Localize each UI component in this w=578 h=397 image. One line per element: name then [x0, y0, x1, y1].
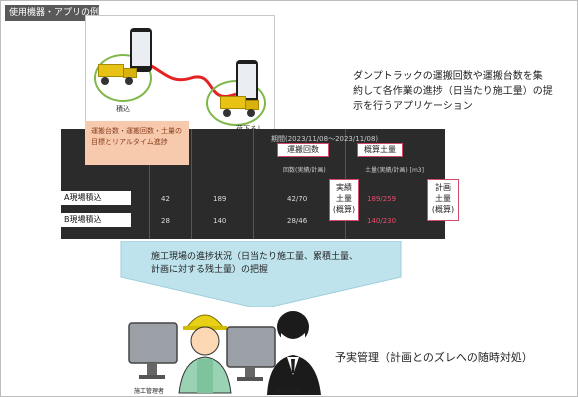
dump-truck-icon [98, 62, 138, 85]
plan-volume-box: 計画 土量 (概算) [427, 179, 459, 221]
truck-app-illustration: 積込 荷下ろし [85, 15, 275, 135]
note-box: 運搬台数・運搬回数・土量の目標とリアルタイム進捗 [85, 121, 189, 165]
table-cell: 189/259 [367, 195, 397, 203]
worker-helmet-avatar [178, 314, 232, 394]
supervisor-caption: 監督職員 [276, 388, 301, 395]
table-cell: 140 [213, 217, 227, 225]
supervisor-avatar [267, 311, 321, 395]
table-cell: 42 [161, 195, 170, 203]
smartphone-icon [236, 60, 258, 104]
period-label: 期間(2023/11/08～2023/11/08) [271, 135, 379, 143]
volume-subheader: 土量(実績/計画) [m3] [365, 167, 424, 174]
smartphone-icon [130, 28, 152, 72]
monitor-icon [128, 322, 178, 379]
app-description: ダンプトラックの運搬回数や運搬台数を集 約して各作業の進捗（日当たり施工量）の提… [353, 71, 553, 112]
trips-subheader: 回数(実績/計画) [283, 167, 326, 174]
monitor-icon [226, 326, 276, 381]
arrow-text-line: 計画に対する残土量）の把握 [151, 265, 269, 275]
people-illustration [127, 301, 327, 397]
table-row-label: B現場積込 [61, 213, 131, 227]
volume-header: 概算土量 [357, 143, 403, 157]
table-cell: 28 [161, 217, 170, 225]
trips-header: 運搬回数 [277, 143, 329, 157]
table-cell: 42/70 [287, 195, 308, 203]
table-cell: 189 [213, 195, 227, 203]
table-row-label: A現場積込 [61, 191, 131, 205]
management-label: 予実管理（計画とのズレへの随時対処） [335, 351, 533, 364]
down-arrow-icon [120, 241, 402, 307]
worker-caption: 施工管理者 [134, 388, 165, 395]
section-title-tag: 使用機器・アプリの例 [5, 5, 99, 21]
arrow-text-line: 施工現場の進捗状況（日当たり施工量、累積土量、 [151, 252, 359, 262]
loading-site-label: 積込 [116, 105, 130, 113]
dump-truck-icon [220, 94, 260, 117]
progress-arrow: 施工現場の進捗状況（日当たり施工量、累積土量、 計画に対する残土量）の把握 [111, 241, 411, 307]
table-cell: 140/230 [367, 217, 397, 225]
table-cell: 28/46 [287, 217, 308, 225]
actual-volume-box: 実績 土量 (概算) [329, 179, 359, 221]
loading-site-ring [94, 54, 152, 102]
